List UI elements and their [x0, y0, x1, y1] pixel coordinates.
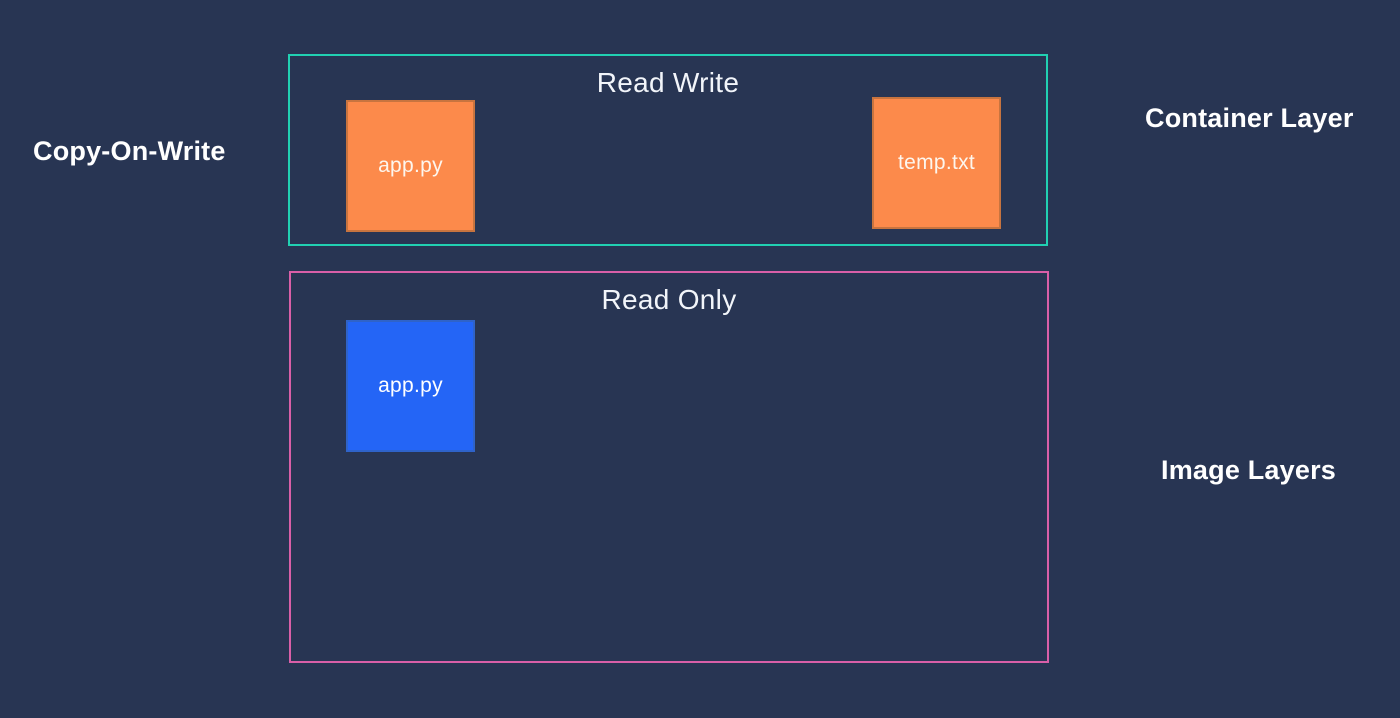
copy-on-write-label: Copy-On-Write: [33, 136, 226, 166]
container-layer-label: Container Layer: [1145, 103, 1354, 133]
read-only-layer-title: Read Only: [601, 284, 737, 315]
file-block-app-py-read-write: app.py: [346, 100, 475, 232]
file-block-app-py-read-only: app.py: [346, 320, 475, 452]
file-block-temp-txt-read-write: temp.txt: [872, 97, 1001, 229]
image-layers-label: Image Layers: [1161, 455, 1336, 485]
read-write-layer-title: Read Write: [596, 67, 740, 98]
read-write-layer-box: Read Write: [288, 54, 1048, 246]
read-only-layer-box: Read Only: [289, 271, 1049, 663]
